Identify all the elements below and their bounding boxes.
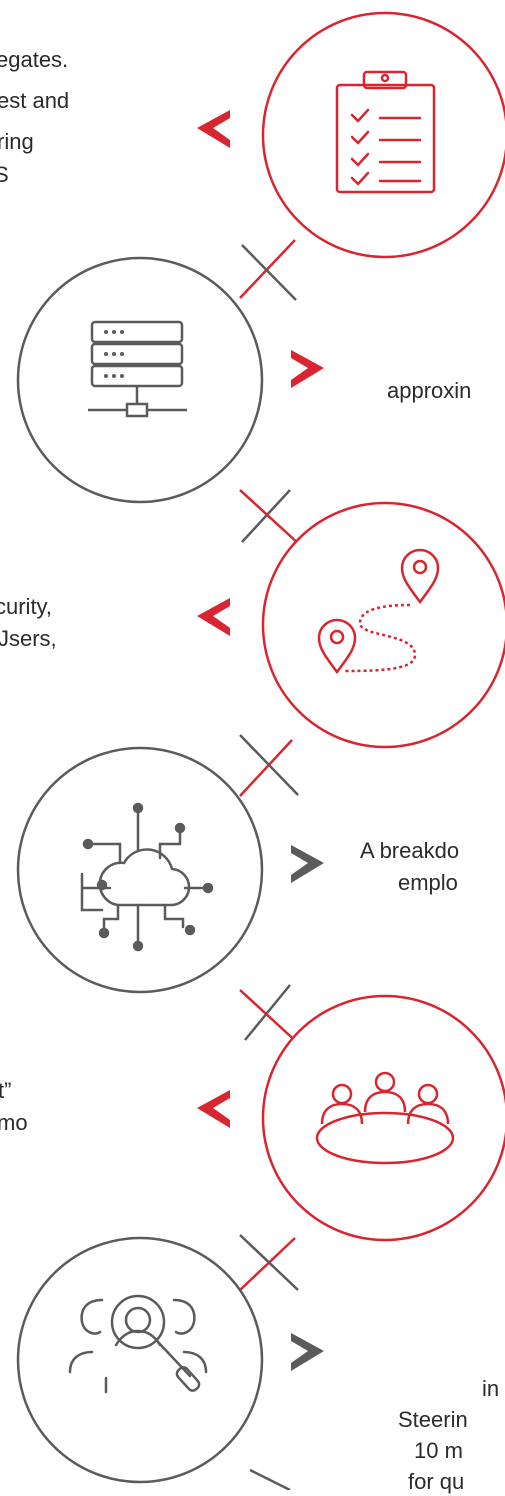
chevron-right-icon (291, 845, 324, 883)
step-3-text-line-2: Jsers, (0, 626, 57, 651)
meeting-table-icon (315, 1071, 455, 1165)
step-circle-2 (16, 256, 264, 504)
user-search-icon (68, 1294, 208, 1394)
step-circle-4 (16, 746, 264, 994)
chevron-left-icon (197, 110, 230, 148)
chevron-right-icon (291, 350, 324, 388)
step-1-text-line-3: ring (0, 129, 34, 154)
chevron-left-icon (197, 598, 230, 636)
route-map-pin-icon (317, 548, 440, 675)
chevron-left-icon (197, 1090, 230, 1128)
step-circle-1 (261, 11, 505, 259)
step-4-text-line-2: emplo (398, 870, 458, 895)
server-network-icon (88, 320, 187, 418)
step-4-text-line-1: A breakdo (360, 838, 460, 863)
step-6-text-line-1: in (482, 1376, 500, 1401)
step-3-text-line-1: curity, (0, 594, 53, 619)
step-5-text-line-1: t” (0, 1078, 12, 1103)
step-6-text-line-2: Steerin (398, 1407, 468, 1432)
clipboard-checklist-icon (335, 70, 436, 194)
step-2-text-line-1: approxin (387, 378, 472, 403)
step-6-text-line-3: 10 m (414, 1438, 463, 1463)
step-circle-3 (261, 501, 505, 749)
step-5-text-line-2: mo (0, 1110, 28, 1135)
step-1-text-line-4: S (0, 162, 9, 187)
step-circle-5 (261, 994, 505, 1242)
chevron-right-icon (291, 1333, 324, 1371)
step-6-text-line-4: for qu (408, 1469, 465, 1494)
cloud-network-icon (80, 802, 214, 952)
connector-stems (239, 239, 301, 1490)
step-circle-6 (16, 1236, 264, 1484)
step-1-text-line-2: est and (0, 88, 70, 113)
step-1-text-line-1: egates. (0, 47, 69, 72)
